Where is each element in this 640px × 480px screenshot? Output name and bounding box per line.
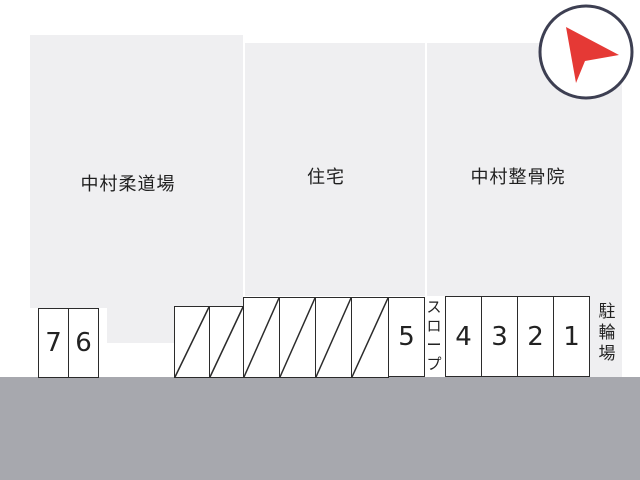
- parking-space-3[interactable]: 3: [481, 296, 518, 377]
- building-judo-hall-label: 中村柔道場: [80, 174, 176, 195]
- building-clinic-label: 中村整骨院: [470, 167, 566, 188]
- parking-space-number: 3: [491, 321, 508, 352]
- parking-space-1[interactable]: 1: [553, 296, 590, 377]
- building-judo-hall-annex: [30, 300, 107, 308]
- parking-space-7[interactable]: 7: [38, 308, 69, 378]
- parking-space-number: 7: [45, 328, 62, 358]
- slope-char: プ: [426, 355, 442, 373]
- parking-space-number: 5: [398, 322, 415, 352]
- bicycle-parking-char: 輪: [598, 323, 616, 343]
- parking-space-number: 4: [455, 321, 472, 352]
- building-house-label: 住宅: [307, 167, 345, 188]
- parking-space-number: 1: [563, 321, 580, 352]
- parking-space-5[interactable]: 5: [388, 297, 425, 377]
- hatch-line: [209, 306, 244, 378]
- hatch-line: [315, 297, 352, 378]
- road: [0, 377, 640, 480]
- slope-char: ス: [426, 298, 442, 316]
- hatch-line: [243, 297, 280, 378]
- parking-space-number: 2: [527, 321, 544, 352]
- bicycle-parking-char: 駐: [598, 302, 616, 322]
- hatch-line: [279, 297, 316, 378]
- building-house: [245, 43, 425, 296]
- building-judo-hall: [30, 35, 243, 305]
- hatch-line: [351, 297, 389, 378]
- hatch-line: [174, 306, 210, 378]
- slope-char: ー: [426, 335, 442, 355]
- parking-space-6[interactable]: 6: [68, 308, 99, 378]
- slope-label: ス ロ ー プ: [424, 298, 444, 374]
- parking-space-4[interactable]: 4: [445, 296, 482, 377]
- parking-space-number: 6: [75, 328, 92, 358]
- bicycle-parking-area: [590, 296, 622, 378]
- bicycle-parking-char: 場: [598, 344, 616, 364]
- slope-char: ロ: [426, 317, 442, 335]
- bicycle-parking-label: 駐 輪 場: [595, 302, 619, 365]
